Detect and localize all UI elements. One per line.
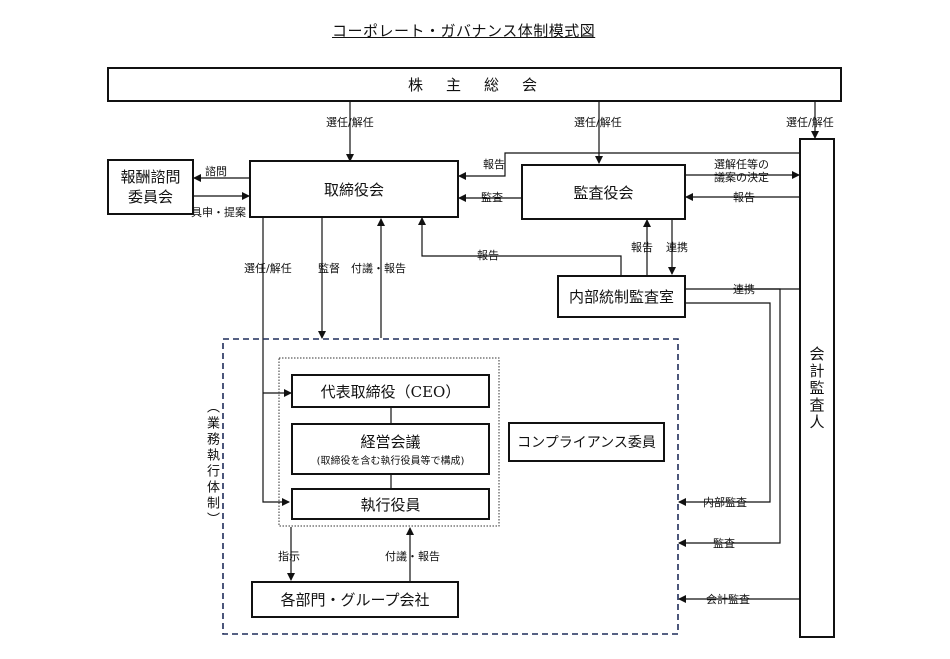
compensation-committee-box: 報酬諮問 委員会: [107, 159, 194, 215]
compensation-committee-label-1: 報酬諮問: [120, 168, 181, 186]
label-elect-audit: 選任/解任: [574, 116, 622, 129]
management-meeting-label: 経営会議: [360, 433, 421, 451]
label-elect-board: 選任/解任: [326, 116, 374, 129]
shareholders-meeting-box: 株 主 総 会: [107, 67, 842, 102]
label-report-propose: 具申・提案: [191, 206, 246, 219]
board-of-directors-label: 取締役会: [323, 180, 384, 199]
label-supervise: 監督: [318, 262, 340, 275]
label-internal-audit-arrow: 内部監査: [703, 496, 747, 509]
audit-board-label: 監査役会: [573, 183, 634, 202]
compliance-committee-box: コンプライアンス委員: [508, 422, 665, 462]
label-audit-arrow: 監査: [713, 537, 735, 550]
compensation-committee-label-2: 委員会: [127, 188, 173, 206]
execution-system-label: （業務執行体制）: [204, 400, 219, 528]
label-submit-report-2: 付議・報告: [385, 550, 440, 563]
label-audit-board-audit: 監査: [481, 191, 503, 204]
label-elect-officers: 選任/解任: [244, 262, 292, 275]
label-report-from-auditor: 報告: [733, 191, 755, 204]
management-meeting-box: 経営会議 (取締役を含む執行役員等で構成): [291, 423, 490, 475]
label-internal-report: 報告: [477, 249, 499, 262]
internal-audit-office-label: 内部統制監査室: [568, 288, 674, 306]
label-instruct: 指示: [278, 550, 300, 563]
label-collaboration: 連携: [666, 241, 688, 254]
label-report-to-board: 報告: [483, 158, 505, 171]
label-collaboration-2: 連携: [733, 283, 755, 296]
label-proposal-1: 選解任等の: [714, 158, 769, 171]
ceo-box: 代表取締役（CEO）: [291, 374, 490, 408]
label-elect-auditor: 選任/解任: [786, 116, 834, 129]
ceo-label: 代表取締役（CEO）: [320, 382, 461, 401]
label-report-ia: 報告: [631, 241, 653, 254]
accounting-auditor-box: 会計監査人: [799, 138, 835, 638]
departments-group-label: 各部門・グループ会社: [280, 591, 430, 609]
label-submit-report: 付議・報告: [351, 262, 406, 275]
management-group-border: [278, 357, 500, 527]
executive-officers-label: 執行役員: [360, 495, 421, 514]
label-consult: 諮問: [205, 165, 227, 178]
accounting-auditor-label: 会計監査人: [807, 345, 826, 431]
board-of-directors-box: 取締役会: [249, 160, 459, 218]
executive-officers-box: 執行役員: [291, 488, 490, 520]
departments-group-box: 各部門・グループ会社: [251, 581, 459, 618]
label-proposal-2: 議案の決定: [714, 171, 769, 184]
label-accounting-audit: 会計監査: [706, 593, 750, 606]
compliance-committee-label: コンプライアンス委員: [517, 435, 656, 451]
shareholders-meeting-label: 株 主 総 会: [407, 76, 541, 94]
page-title: コーポレート・ガバナンス体制模式図: [332, 22, 596, 40]
management-meeting-sublabel: (取締役を含む執行役員等で構成): [316, 456, 465, 467]
internal-audit-office-box: 内部統制監査室: [557, 275, 686, 318]
execution-system-border: [222, 338, 679, 635]
audit-board-box: 監査役会: [521, 164, 686, 220]
